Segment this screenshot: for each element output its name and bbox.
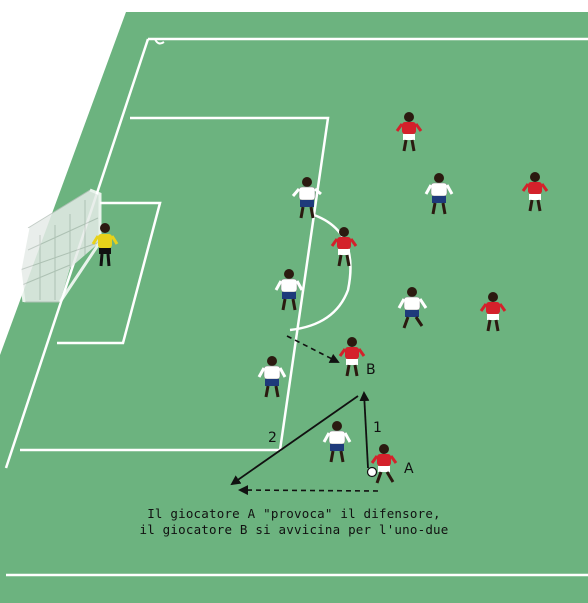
- defender-2: [274, 269, 304, 311]
- label-pass-1: 1: [373, 420, 382, 436]
- defender-5: [424, 173, 454, 215]
- label-b: B: [366, 362, 376, 378]
- pass-2-arrow: [230, 395, 359, 486]
- corner-arc: [154, 38, 165, 45]
- caption: Il giocatore A "provoca" il difensore, i…: [0, 506, 588, 538]
- pass-1-arrow: [359, 391, 370, 469]
- label-a: A: [404, 461, 414, 477]
- attacker-1: [395, 112, 423, 152]
- attacker-a: [370, 444, 398, 484]
- run-b-arrow: [286, 335, 340, 363]
- defender-4: [322, 421, 352, 463]
- defender-6: [397, 287, 428, 329]
- goalkeeper: [91, 223, 119, 267]
- caption-line-2: il giocatore B si avvicina per l'uno-due: [139, 522, 449, 537]
- attacker-3: [330, 227, 358, 267]
- goal-area: [57, 201, 162, 345]
- label-pass-2: 2: [268, 430, 277, 446]
- defender-1: [291, 177, 322, 219]
- attacker-4: [479, 292, 507, 332]
- attacker-2: [521, 172, 549, 212]
- defender-3: [257, 356, 287, 398]
- penalty-arc: [289, 213, 352, 332]
- penalty-area: [20, 116, 330, 452]
- ball: [366, 466, 378, 478]
- attacker-b: [338, 337, 366, 377]
- goal-net: [18, 188, 102, 303]
- caption-line-1: Il giocatore A "provoca" il difensore,: [147, 506, 441, 521]
